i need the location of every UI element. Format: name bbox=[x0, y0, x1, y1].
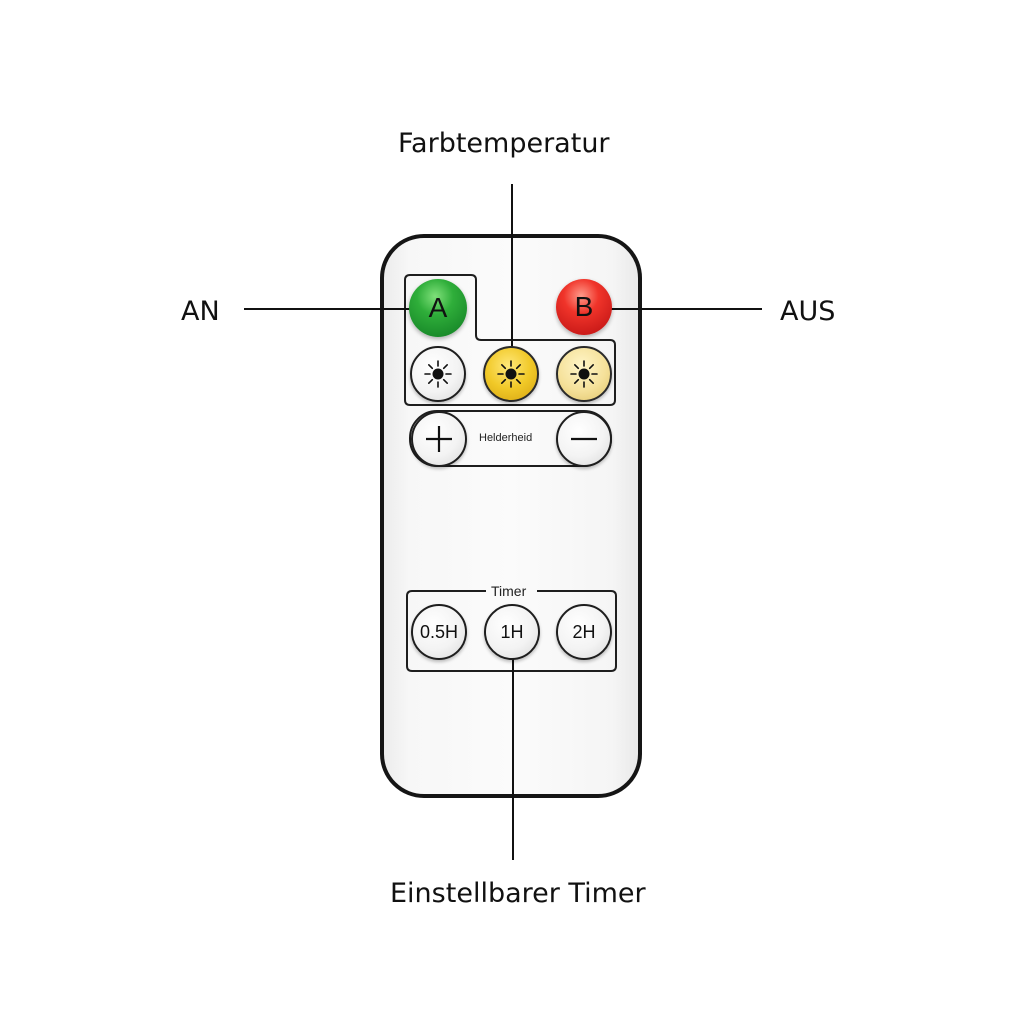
button-a-on[interactable]: A bbox=[409, 279, 467, 337]
button-b-label: B bbox=[574, 291, 594, 322]
sun-icon bbox=[570, 360, 598, 388]
leader-line-color-temperature bbox=[511, 184, 513, 374]
brightness-up-button[interactable] bbox=[411, 411, 467, 467]
sun-icon bbox=[424, 360, 452, 388]
timer-1h-button[interactable]: 1H bbox=[484, 604, 540, 660]
sun-icon bbox=[497, 360, 525, 388]
timer-0-5h-label: 0.5H bbox=[419, 621, 459, 642]
brightness-label: Helderheid bbox=[479, 432, 533, 444]
button-b-off[interactable]: B bbox=[556, 279, 612, 335]
color-temp-neutral-button[interactable] bbox=[556, 346, 612, 402]
leader-line-off bbox=[584, 308, 762, 310]
brightness-down-button[interactable] bbox=[556, 411, 612, 467]
timer-group-outline bbox=[406, 590, 617, 672]
leader-line-on bbox=[244, 308, 440, 310]
callout-color-temperature: Farbtemperatur bbox=[398, 128, 610, 159]
color-temp-warm-button[interactable] bbox=[483, 346, 539, 402]
timer-1h-label: 1H bbox=[500, 621, 524, 642]
color-temp-cool-button[interactable] bbox=[410, 346, 466, 402]
color-temperature-group-outline bbox=[404, 274, 616, 406]
timer-0-5h-button[interactable]: 0.5H bbox=[411, 604, 467, 660]
timer-label: Timer bbox=[491, 583, 527, 599]
timer-2h-button[interactable]: 2H bbox=[556, 604, 612, 660]
minus-icon bbox=[571, 437, 597, 441]
callout-timer: Einstellbarer Timer bbox=[390, 878, 646, 909]
timer-2h-label: 2H bbox=[572, 621, 596, 642]
plus-icon bbox=[426, 426, 452, 452]
leader-line-timer bbox=[512, 632, 514, 860]
callout-off: AUS bbox=[780, 296, 836, 327]
button-a-label: A bbox=[428, 292, 448, 323]
callout-on: AN bbox=[181, 296, 220, 327]
